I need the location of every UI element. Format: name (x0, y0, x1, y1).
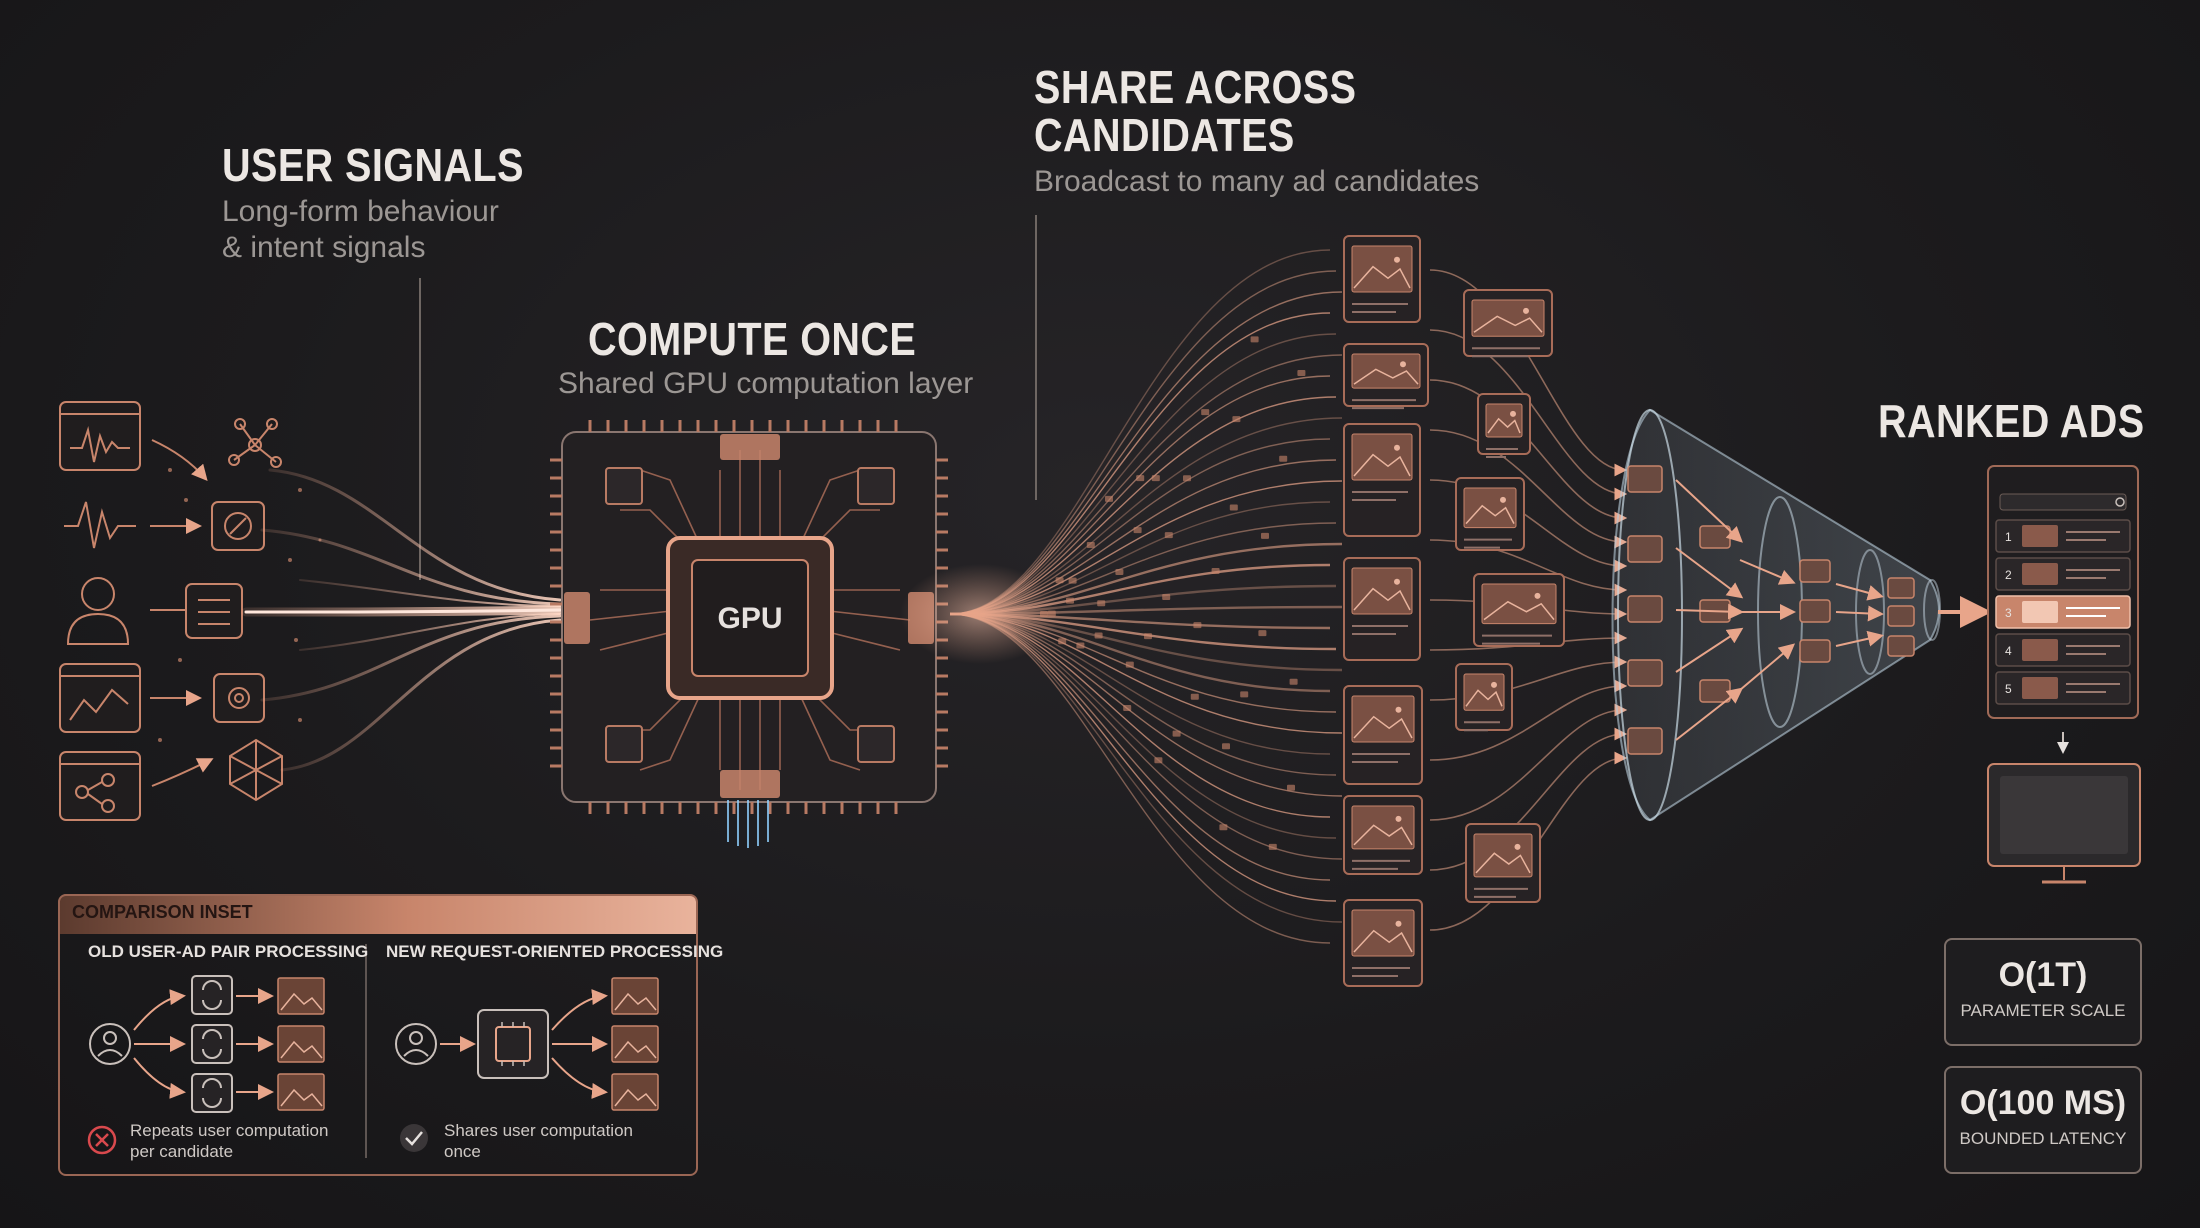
user-icon (68, 578, 128, 644)
rank-number: 5 (2005, 682, 2012, 696)
signal-panels (60, 402, 140, 820)
compute-once-subtitle: Shared GPU computation layer (558, 366, 973, 402)
ad-card (1344, 796, 1422, 874)
ranking-funnel (1613, 410, 1985, 820)
inset-title: COMPARISON INSET (72, 902, 253, 923)
ad-card (1474, 574, 1564, 646)
ad-card (1466, 824, 1540, 902)
ad-card (1344, 900, 1422, 986)
compass-icon (212, 502, 264, 550)
rank-row (1996, 558, 2130, 590)
stat-parameter-scale-value: O(1T) (1946, 956, 2140, 995)
chart-panel-icon (60, 664, 140, 732)
input-beams (246, 470, 560, 770)
ad-card (1344, 424, 1420, 536)
rank-number: 1 (2005, 530, 2012, 544)
wave-pulse-icon (64, 502, 136, 548)
inset-new-note: Shares user computation once (444, 1120, 644, 1162)
ad-candidates (1344, 236, 1564, 986)
list-icon (186, 584, 242, 638)
waveform-panel-icon (60, 402, 140, 470)
ad-card (1344, 686, 1422, 784)
ad-card (1344, 236, 1420, 322)
rank-number: 4 (2005, 644, 2012, 658)
stat-parameter-scale: O(1T) PARAMETER SCALE (1944, 938, 2142, 1046)
monitor-icon (1988, 764, 2140, 882)
rank-number: 3 (2005, 606, 2012, 620)
stat-bounded-latency-value: O(100 MS) (1946, 1084, 2140, 1123)
inset-new-title: NEW REQUEST-ORIENTED PROCESSING (386, 942, 723, 962)
user-signals-title: USER SIGNALS (222, 140, 524, 190)
ranked-ads-title: RANKED ADS (1878, 396, 2145, 446)
rank-row (1996, 596, 2130, 628)
stat-bounded-latency-label: BOUNDED LATENCY (1946, 1129, 2140, 1149)
compute-once-title: COMPUTE ONCE (588, 314, 916, 364)
share-title-line1: SHARE ACROSS (1034, 62, 1356, 112)
flow-panel-icon (60, 752, 140, 820)
gpu-chip-label: GPU (717, 602, 782, 635)
rank-row (1996, 672, 2130, 704)
rank-number: 2 (2005, 568, 2012, 582)
ad-card (1456, 478, 1524, 550)
network-icon (229, 419, 281, 467)
stat-bounded-latency: O(100 MS) BOUNDED LATENCY (1944, 1066, 2142, 1174)
rank-row (1996, 634, 2130, 666)
stat-parameter-scale-label: PARAMETER SCALE (1946, 1001, 2140, 1021)
inset-old-note: Repeats user computation per candidate (130, 1120, 350, 1162)
ad-card (1344, 558, 1420, 660)
ad-card (1456, 664, 1512, 730)
gear-icon (214, 674, 264, 722)
user-signals-subtitle-line1: Long-form behaviour (222, 194, 499, 230)
share-title-line2: CANDIDATES (1034, 110, 1295, 160)
ad-card (1344, 344, 1428, 408)
inset-old-title: OLD USER-AD PAIR PROCESSING (88, 942, 368, 962)
mesh-icon (230, 740, 282, 800)
ad-card (1478, 394, 1530, 457)
ad-card (1464, 290, 1552, 356)
rank-row (1996, 520, 2130, 552)
share-subtitle: Broadcast to many ad candidates (1034, 164, 1479, 200)
user-signals-subtitle-line2: & intent signals (222, 230, 425, 266)
